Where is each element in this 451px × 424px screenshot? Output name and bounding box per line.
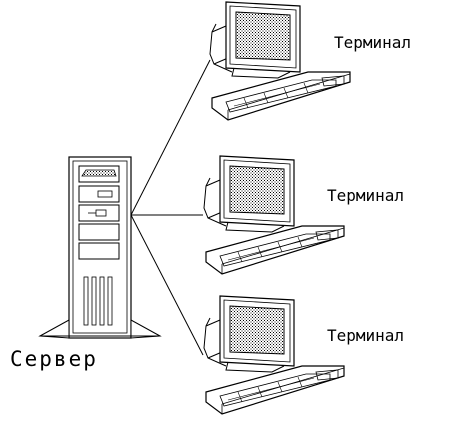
terminal-1-label: Терминал xyxy=(334,33,411,52)
connection-line xyxy=(130,214,204,356)
terminal-2-icon xyxy=(203,155,345,275)
server-icon xyxy=(38,156,162,339)
terminal-3-label: Терминал xyxy=(327,326,404,345)
terminal-3-icon xyxy=(203,295,345,415)
connection-line xyxy=(130,59,211,216)
terminal-1-icon xyxy=(209,1,351,121)
server-label: Сервер xyxy=(10,347,98,371)
terminal-2-label: Терминал xyxy=(327,186,404,205)
